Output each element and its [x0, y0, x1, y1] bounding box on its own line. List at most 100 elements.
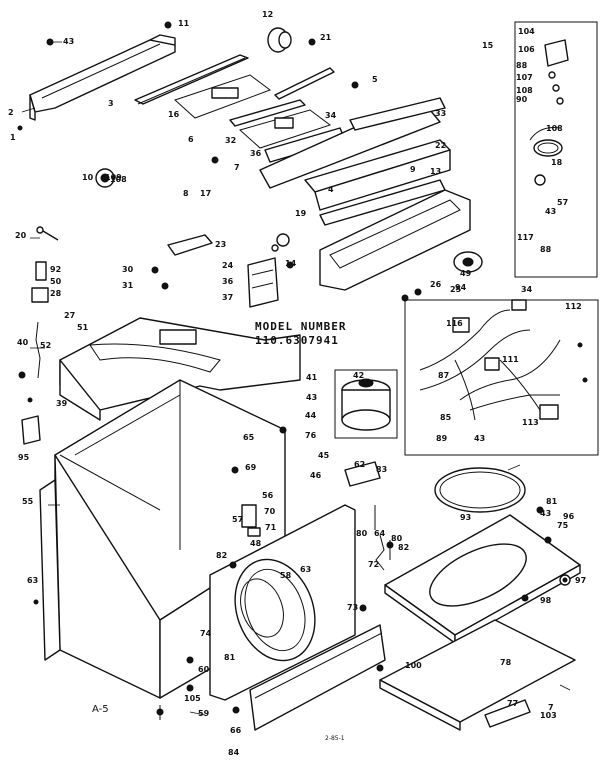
callout-label: 104 — [518, 27, 535, 36]
bottom-pan-77 — [379, 619, 576, 731]
callout-label: 83 — [376, 465, 387, 474]
callout-label: 88 — [516, 61, 528, 70]
callout-label: 93 — [460, 513, 471, 522]
callout-label: 76 — [305, 431, 317, 440]
callout-label: 20 — [15, 231, 27, 240]
callout-label: 63 — [300, 565, 311, 574]
callout-label: 59 — [198, 709, 210, 718]
callout-label: 103 — [540, 711, 557, 720]
callout-label: 43 — [540, 509, 551, 518]
callout-label: 75 — [557, 521, 569, 530]
callout-label: 42 — [353, 371, 364, 380]
callout-label: 64 — [374, 529, 386, 538]
callout-label: 109 — [105, 173, 122, 182]
callout-label: 82 — [398, 543, 409, 552]
callout-label: 36 — [222, 277, 234, 286]
callout-label: 82 — [216, 551, 227, 560]
callout-label: 52 — [40, 341, 51, 350]
callout-label: 106 — [518, 45, 535, 54]
callout-label: 30 — [122, 265, 134, 274]
callout-label: 69 — [245, 463, 257, 472]
grommet-67 — [559, 574, 571, 586]
callout-label: 25 — [450, 285, 462, 294]
console-rod — [274, 67, 335, 100]
callout-label: 117 — [517, 233, 534, 242]
rotary-switch — [271, 233, 290, 252]
base-plate-75 — [384, 514, 581, 644]
callout-label: 10 — [82, 173, 94, 182]
callout-label: 81 — [224, 653, 236, 662]
hinge-14 — [36, 226, 59, 241]
door-gasket — [240, 578, 284, 638]
callout-label: 13 — [430, 167, 441, 176]
callout-label: 77 — [507, 699, 518, 708]
callout-label: 84 — [228, 748, 240, 757]
console-back-panel — [259, 97, 446, 189]
callout-label: 107 — [516, 73, 533, 82]
model-number-block: MODEL NUMBER 110.6307941 — [255, 320, 346, 347]
callout-label: 33 — [435, 109, 446, 118]
callout-label: 23 — [215, 240, 226, 249]
lid-switch-bracket — [544, 39, 569, 105]
callout-label: 87 — [438, 371, 449, 380]
callout-label: 17 — [200, 189, 211, 198]
console-rail — [134, 54, 249, 105]
callout-label: 80 — [391, 534, 403, 543]
callout-label: 27 — [64, 311, 75, 320]
callout-label: 57 — [232, 515, 243, 524]
callout-label: 108 — [546, 124, 563, 133]
callout-label: 92 — [50, 265, 61, 274]
callout-label: 90 — [516, 95, 528, 104]
callout-label: 62 — [354, 460, 365, 469]
lid-switch-49 — [167, 234, 213, 256]
callout-label: 41 — [306, 373, 318, 382]
callout-label: 28 — [50, 289, 62, 298]
callout-label: 111 — [502, 355, 519, 364]
callout-label: 44 — [305, 411, 317, 420]
callout-label: 66 — [230, 726, 242, 735]
model-number-heading: MODEL NUMBER — [255, 320, 346, 333]
callout-label: 60 — [198, 665, 210, 674]
callout-label: 8 — [183, 189, 189, 198]
callout-label: 94 — [455, 283, 467, 292]
callout-label: 78 — [500, 658, 512, 667]
callout-label: 34 — [521, 285, 533, 294]
callout-label: 36 — [250, 149, 262, 158]
callout-label: 85 — [440, 413, 452, 422]
harness-box — [404, 21, 599, 456]
callout-label: 16 — [168, 110, 180, 119]
callout-label: 56 — [262, 491, 274, 500]
callout-label: 19 — [295, 209, 307, 218]
callout-label: 95 — [18, 453, 30, 462]
callout-label: 58 — [280, 571, 292, 580]
callout-label: 73 — [347, 603, 358, 612]
callout-label: 100 — [405, 661, 422, 670]
callout-label: 6 — [188, 135, 194, 144]
callout-label: 12 — [262, 10, 273, 19]
callout-label: 32 — [225, 136, 236, 145]
callout-label: 34 — [325, 111, 337, 120]
hinge-bracket-58 — [241, 504, 261, 537]
callout-label: 50 — [50, 277, 62, 286]
toe-kick-panel — [249, 624, 386, 731]
callout-label: 112 — [565, 302, 582, 311]
callout-label: 43 — [474, 434, 485, 443]
callout-label: 18 — [551, 158, 563, 167]
callout-label: 88 — [540, 245, 552, 254]
coil-assembly — [529, 127, 563, 186]
callout-label: 9 — [410, 165, 416, 174]
callout-label: 57 — [557, 198, 568, 207]
callout-label: 22 — [435, 141, 446, 150]
callout-label: 4 — [328, 185, 334, 194]
callout-label: 43 — [63, 37, 74, 46]
timer-motor — [267, 27, 292, 53]
callout-label: 40 — [17, 338, 29, 347]
callout-label: 96 — [563, 512, 575, 521]
callout-label: 63 — [27, 576, 38, 585]
tub-ring-93 — [434, 467, 526, 513]
latch-assembly — [344, 461, 381, 530]
callout-label: 2 — [8, 108, 14, 117]
callout-label: 31 — [122, 281, 134, 290]
callout-label: 5 — [372, 75, 378, 84]
switch-bracket — [174, 74, 332, 149]
